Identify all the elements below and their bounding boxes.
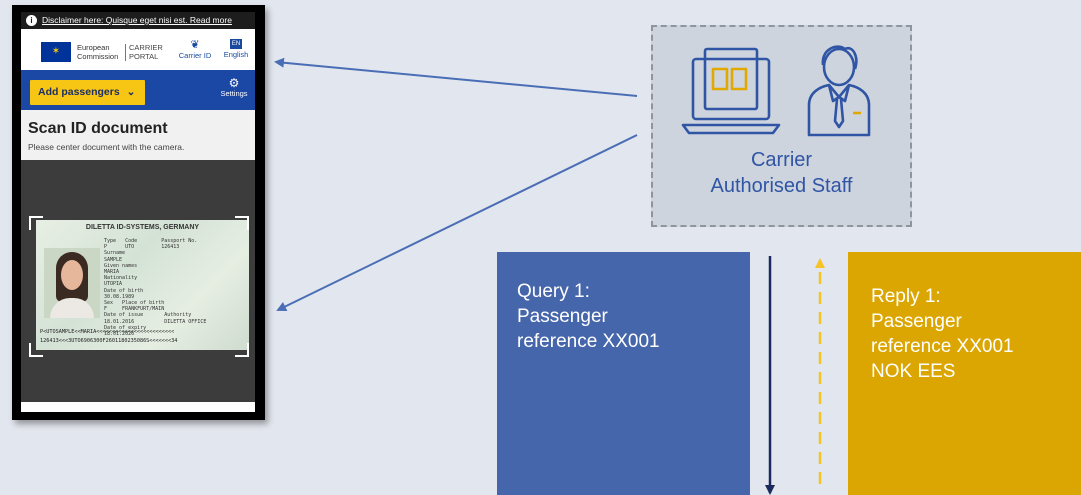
portal-line2: PORTAL <box>129 51 159 61</box>
query-line2: Passenger <box>517 306 608 327</box>
id-card-photo <box>44 248 100 318</box>
chevron-down-icon: ⌄ <box>126 86 136 98</box>
staff-label-line2: Authorised Staff <box>710 175 853 197</box>
reply-line2: Passenger <box>871 311 962 332</box>
add-passengers-label: Add passengers <box>38 86 120 98</box>
scan-header: Scan ID document Please center document … <box>21 110 255 160</box>
org-line1: European <box>77 43 110 52</box>
screen-footer <box>21 402 255 412</box>
carrier-id-icon: ❦ <box>190 39 200 51</box>
reply-text: Reply 1: Passenger reference XX001 NOK E… <box>871 284 1014 384</box>
reply-line3: reference XX001 <box>871 336 1014 357</box>
staff-label: Carrier Authorised Staff <box>653 147 910 199</box>
reply-box: Reply 1: Passenger reference XX001 NOK E… <box>848 252 1081 495</box>
mrz-line1: P<UTOSAMPLE<<MARIA<<<<<<<<<<<<<<<<<<<<<<… <box>40 329 175 335</box>
portal-line1: CARRIER <box>129 43 163 52</box>
carrier-id-button[interactable]: ❦ Carrier ID <box>177 39 213 60</box>
staff-label-line1: Carrier <box>750 149 813 171</box>
query-text: Query 1: Passenger reference XX001 <box>517 279 660 354</box>
eu-flag-icon: ✶ <box>41 42 71 62</box>
id-card-fields: Type Code Passport No. P UTO 126413 Surn… <box>104 238 207 338</box>
portal-name: CARRIER PORTAL <box>125 43 163 61</box>
query-line1: Query 1: <box>517 281 590 302</box>
gear-icon: ⚙ <box>228 76 240 90</box>
disclaimer-bar: i Disclaimer here: Quisque eget nisi est… <box>21 12 255 29</box>
carrier-staff-box: Carrier Authorised Staff <box>651 25 912 227</box>
language-code-badge: EN <box>230 39 242 49</box>
portal-header: ✶ European Commission CARRIER PORTAL ❦ C… <box>21 29 255 70</box>
mrz-line2: 126413<<<3UTO6906300F2601180235086S<<<<<… <box>40 338 178 344</box>
arrow-to-id-scan <box>276 134 638 311</box>
laptop-icon <box>681 47 781 135</box>
arrow-to-portal-header <box>274 57 638 97</box>
frame-corner-br <box>235 343 249 357</box>
phone-mockup: i Disclaimer here: Quisque eget nisi est… <box>12 5 265 420</box>
camera-viewfinder: DILETTA ID-SYSTEMS, GERMANY Type Code Pa… <box>21 160 255 402</box>
query-box: Query 1: Passenger reference XX001 <box>497 252 750 495</box>
phone-screen: i Disclaimer here: Quisque eget nisi est… <box>21 12 255 412</box>
add-passengers-button[interactable]: Add passengers ⌄ <box>30 80 145 105</box>
org-line2: Commission <box>77 51 119 61</box>
page-subtitle: Please center document with the camera. <box>28 142 185 152</box>
page-title: Scan ID document <box>28 120 168 137</box>
language-label: English <box>223 50 249 59</box>
reply-line4: NOK EES <box>871 361 956 382</box>
reply-line1: Reply 1: <box>871 286 941 307</box>
toolbar: Add passengers ⌄ ⚙ Settings <box>21 70 255 110</box>
id-card-mrz: P<UTOSAMPLE<<MARIA<<<<<<<<<<<<<<<<<<<<<<… <box>40 328 177 346</box>
frame-corner-bl <box>29 343 43 357</box>
disclaimer-link[interactable]: Disclaimer here: Quisque eget nisi est. … <box>42 15 232 25</box>
query-line3: reference XX001 <box>517 331 660 352</box>
carrier-id-label: Carrier ID <box>178 51 212 60</box>
staff-person-icon <box>807 45 871 137</box>
id-card-issuer: DILETTA ID-SYSTEMS, GERMANY <box>85 224 200 231</box>
settings-label: Settings <box>220 89 248 98</box>
org-name: European Commission <box>77 43 119 61</box>
frame-corner-tl <box>29 216 43 230</box>
settings-button[interactable]: ⚙ Settings <box>217 77 251 98</box>
language-selector[interactable]: EN English <box>221 38 251 59</box>
id-card-image: DILETTA ID-SYSTEMS, GERMANY Type Code Pa… <box>36 220 249 350</box>
info-icon: i <box>26 15 37 26</box>
frame-corner-tr <box>235 216 249 230</box>
